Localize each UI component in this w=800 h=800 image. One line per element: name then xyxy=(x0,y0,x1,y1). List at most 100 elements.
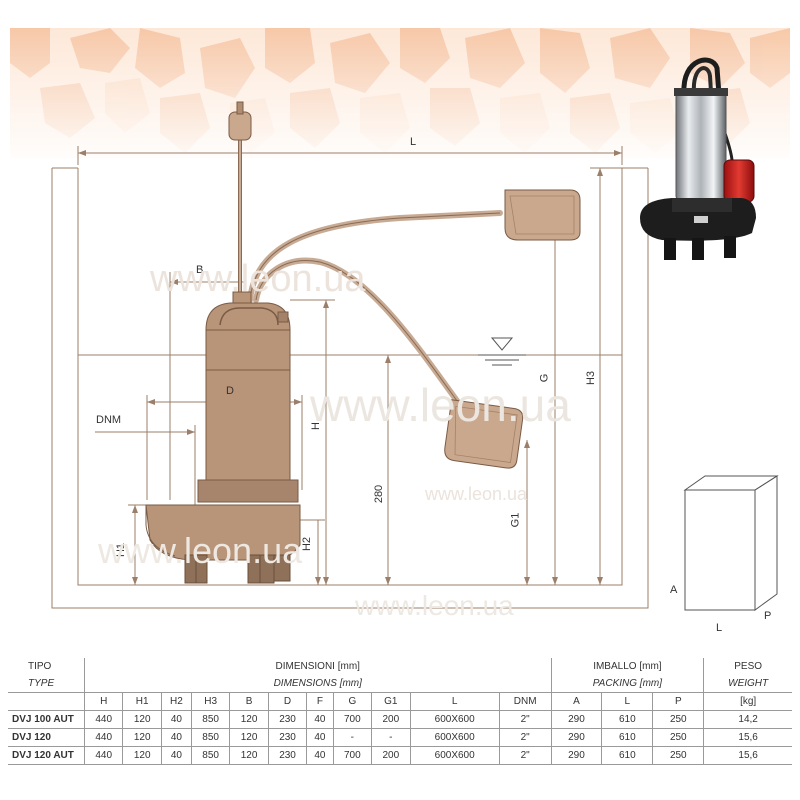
col-P: P xyxy=(652,692,704,711)
box-label-L: L xyxy=(716,622,723,634)
col-D: D xyxy=(267,692,307,711)
cell: 440 xyxy=(83,746,123,765)
cell: 850 xyxy=(190,710,230,729)
cell: 440 xyxy=(83,710,123,729)
cell: 610 xyxy=(601,746,653,765)
sump-inner-outline xyxy=(77,168,623,586)
cell: 2" xyxy=(498,728,551,747)
specification-table: TIPO DIMENSIONI [mm] IMBALLO [mm] PESO T… xyxy=(8,658,792,765)
cell: 200 xyxy=(371,746,411,765)
row-name: DVJ 100 AUT xyxy=(12,714,74,725)
lower-float-switch xyxy=(444,399,524,469)
col-A: A xyxy=(550,692,602,711)
cell: 600X600 xyxy=(409,710,500,729)
dim-label-DNM: DNM xyxy=(96,414,122,426)
decorative-cube-banner xyxy=(10,28,790,158)
cell: 230 xyxy=(267,746,307,765)
watermark: www.leon.ua xyxy=(310,379,571,431)
watermark: www.leon.ua xyxy=(355,590,514,621)
cell: - xyxy=(371,728,411,747)
cell: 290 xyxy=(550,728,602,747)
cell: 440 xyxy=(83,728,123,747)
col-G1: G1 xyxy=(371,692,411,711)
tipo-header: TIPO xyxy=(28,661,52,672)
cell: 850 xyxy=(190,728,230,747)
cell: 250 xyxy=(652,710,704,729)
col-H3: H3 xyxy=(190,692,230,711)
power-plug xyxy=(228,101,252,298)
cell: 2" xyxy=(498,746,551,765)
row-name: DVJ 120 xyxy=(12,732,51,743)
packing-box-diagram xyxy=(683,475,779,611)
packing-header: PACKING [mm] xyxy=(550,675,704,693)
cell: 2" xyxy=(498,710,551,729)
col-L-packing: L xyxy=(601,692,653,711)
col-H1: H1 xyxy=(122,692,162,711)
dim-label-L: L xyxy=(410,136,417,148)
cell: 290 xyxy=(550,746,602,765)
dim-label-280: 280 xyxy=(373,484,386,504)
table-row: DVJ 100 AUT 440 120 40 850 120 230 40 70… xyxy=(8,710,792,729)
cell: 200 xyxy=(371,710,411,729)
cell: 40 xyxy=(160,710,192,729)
cell: 40 xyxy=(306,728,334,747)
table-row: DVJ 120 440 120 40 850 120 230 40 - - 60… xyxy=(8,728,792,747)
cell: 120 xyxy=(122,710,162,729)
col-H: H xyxy=(83,692,123,711)
cell: 600X600 xyxy=(409,728,500,747)
col-F: F xyxy=(306,692,334,711)
cell: 14,2 xyxy=(703,710,792,729)
dimensioni-header: DIMENSIONI [mm] xyxy=(84,658,551,675)
cell: 40 xyxy=(160,746,192,765)
col-H2: H2 xyxy=(160,692,192,711)
row-name: DVJ 120 AUT xyxy=(12,750,74,761)
col-L: L xyxy=(409,692,500,711)
watermark: www.leon.ua xyxy=(98,530,303,571)
col-B: B xyxy=(229,692,269,711)
cube-pattern xyxy=(10,28,790,158)
pump-body xyxy=(145,291,301,584)
box-label-P: P xyxy=(764,610,772,622)
cell: 120 xyxy=(229,728,269,747)
watermark: www.leon.ua xyxy=(425,484,528,504)
col-G: G xyxy=(332,692,372,711)
cell: 250 xyxy=(652,728,704,747)
watermark: www.leon.ua xyxy=(150,258,366,300)
cell: 600X600 xyxy=(409,746,500,765)
table-row: DVJ 120 AUT 440 120 40 850 120 230 40 70… xyxy=(8,746,792,765)
cell: 15,6 xyxy=(703,728,792,747)
dim-label-G1: G1 xyxy=(509,512,522,528)
pump-technical-drawing xyxy=(51,101,649,609)
cell: 230 xyxy=(267,710,307,729)
dimensions-header: DIMENSIONS [mm] xyxy=(84,675,551,693)
pump-product-photo xyxy=(640,57,756,260)
cell: 15,6 xyxy=(703,746,792,765)
cell: 290 xyxy=(550,710,602,729)
cell: 40 xyxy=(160,728,192,747)
cell: 250 xyxy=(652,746,704,765)
column-header-row: H H1 H2 H3 B D F G G1 L DNM A L P [kg] xyxy=(8,692,792,711)
cell: 40 xyxy=(306,746,334,765)
box-label-A: A xyxy=(670,584,678,596)
upper-float-switch xyxy=(504,189,581,241)
dim-label-B: B xyxy=(196,264,204,276)
cell: 120 xyxy=(229,746,269,765)
cell: 700 xyxy=(332,746,372,765)
peso-header: PESO xyxy=(703,658,792,675)
cell: 610 xyxy=(601,728,653,747)
type-header: TYPE xyxy=(28,678,55,689)
cell: 120 xyxy=(122,728,162,747)
dim-label-H2: H2 xyxy=(301,536,314,552)
cell: - xyxy=(332,728,372,747)
col-kg: [kg] xyxy=(703,692,792,711)
imballo-header: IMBALLO [mm] xyxy=(550,658,704,675)
cell: 120 xyxy=(122,746,162,765)
water-level-symbol xyxy=(478,337,526,366)
dim-label-H3: H3 xyxy=(585,370,598,386)
weight-header: WEIGHT xyxy=(703,675,792,693)
cell: 230 xyxy=(267,728,307,747)
cell: 700 xyxy=(332,710,372,729)
cell: 610 xyxy=(601,710,653,729)
cell: 850 xyxy=(190,746,230,765)
